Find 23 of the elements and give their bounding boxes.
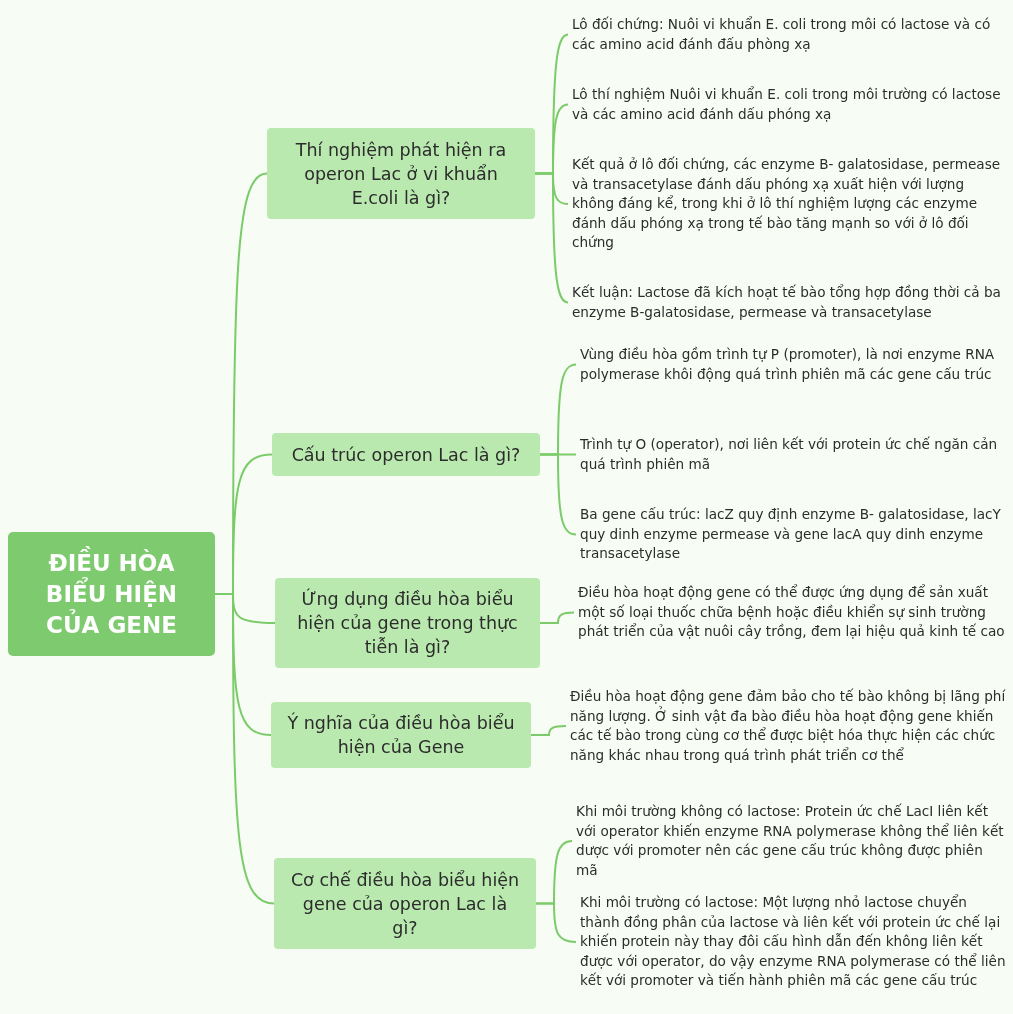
subtopic-text: Khi môi trường có lactose: Một lượng nhỏ lactose chuyển thành đồng phân của lactose và liên kết với protein ức chế lại khiến protein này thay đôi cấu hình dẫn đến không liên kết được với operator, do vậy enzyme RNA polymerase có thể liên kết với promoter và tiến hành phiên mã các gene cấu trúc (580, 893, 1010, 991)
topic-box: Cơ chế điều hòa biểu hiện gene của operon Lac là gì? (274, 858, 536, 949)
subtopic-text: Vùng điều hòa gồm trình tự P (promoter), là nơi enzyme RNA polymerase khôi động quá trình phiên mã các gene cấu trúc (580, 345, 1010, 384)
subtopic-text: Lô thí nghiệm Nuôi vi khuẩn E. coli trong môi trường có lactose và các amino acid đánh dấu phóng xạ (572, 85, 1008, 124)
topic-box: Cấu trúc operon Lac là gì? (272, 433, 540, 476)
subtopic-text: Kết quả ở lô đối chứng, các enzyme B- galatosidase, permease và transacetylase đánh dấu phóng xạ xuất hiện với lượng không đáng kể, trong khi ở lô thí nghiệm lượng các enzyme đánh dấu phóng xạ trong tế bào tăng mạnh so với ở lô đối chứng (572, 155, 1008, 253)
subtopic-text: Ba gene cấu trúc: lacZ quy định enzyme B- galatosidase, lacY quy dinh enzyme permease và gene lacA quy dinh enzyme transacetylase (580, 505, 1010, 564)
subtopic-text: Trình tự O (operator), nơi liên kết với protein ức chế ngăn cản quá trình phiên mã (580, 435, 1010, 474)
connector-line (534, 172, 569, 304)
connector-line (214, 593, 275, 905)
subtopic-text: Điều hòa hoạt động gene có thể được ứng dụng để sản xuất một số loại thuốc chữa bệnh hoặc điều khiển sự sinh trường phát triển của vật nuôi cây trồng, đem lại hiệu quả kinh tế cao (578, 583, 1010, 642)
subtopic-text: Lô đối chứng: Nuôi vi khuẩn E. coli trong môi có lactose và có các amino acid đánh đấu phòng xạ (572, 15, 1008, 54)
subtopic-text: Khi môi trường không có lactose: Protein ức chế LacI liên kết với operator khiến enzyme RNA polymerase không thể liên kết dược với promoter nên các gene cấu trúc không được phiên mã (576, 802, 1006, 880)
subtopic-text: Kết luận: Lactose đã kích hoạt tế bào tổng hợp đồng thời cả ba enzyme B-galatosidase, permease và transacetylase (572, 283, 1008, 322)
connector-line (530, 725, 567, 736)
topic-box: Thí nghiệm phát hiện ra operon Lac ở vi khuẩn E.coli là gì? (267, 128, 535, 219)
connector-line (535, 902, 577, 943)
subtopic-text: Điều hòa hoạt động gene đảm bảo cho tế bào không bị lãng phí năng lượng. Ở sinh vật đa bào điều hòa hoạt động gene khiến các tế bào trong cùng cơ thể được biệt hóa thực hiện các chức năng khác nhau trong quá trình phát triển cơ thể (570, 687, 1006, 765)
central-topic-box: ĐIỀU HÒA BIỂU HIỆN CỦA GENE (8, 532, 215, 656)
connector-line (539, 611, 575, 624)
connector-line (539, 453, 577, 536)
topic-box: Ý nghĩa của điều hòa biểu hiện của Gene (271, 702, 531, 768)
topic-box: Ứng dụng điều hòa biểu hiện của gene trong thực tiễn là gì? (275, 578, 540, 668)
